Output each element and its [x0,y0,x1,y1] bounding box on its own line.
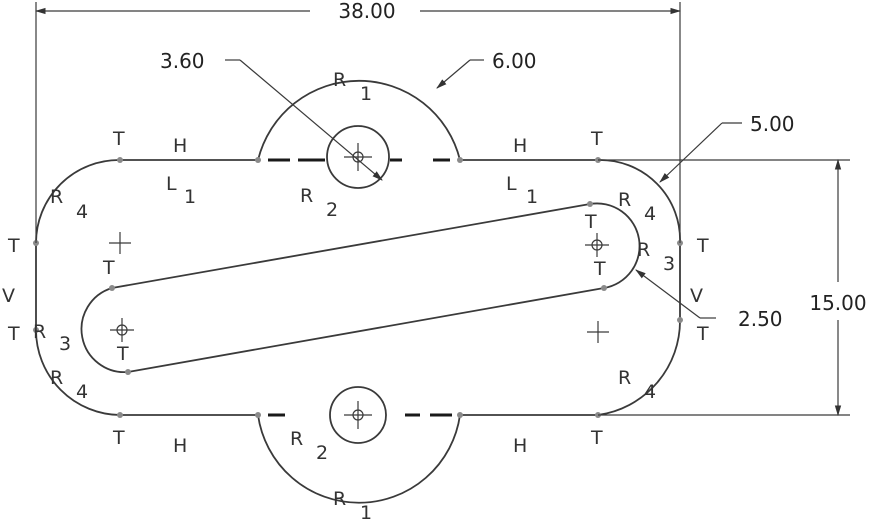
constraint-labels: T T T T T T T T T T T T H H H H V V L 1 … [2,69,709,521]
svg-text:4: 4 [644,381,656,403]
tangent-label: T [696,235,709,257]
radius-label-r4-br: R 4 [618,367,656,403]
bottom-hole [329,386,387,444]
dimension-corner-radius[interactable]: 5.00 [659,112,795,183]
radius-label-r4-bl: R 4 [50,367,88,403]
dimension-overall-width-value: 38.00 [338,0,395,23]
svg-text:R: R [290,428,303,450]
svg-text:R: R [637,239,650,261]
svg-text:3: 3 [59,333,71,355]
svg-text:L: L [506,173,517,195]
tangent-points [33,157,683,418]
svg-text:L: L [166,173,177,195]
slot-path [80,202,641,374]
radius-label-r2-bottom: R 2 [290,428,328,464]
tangent-label: T [593,258,606,280]
inner-slot [80,202,641,374]
dimension-hole-diameter-value: 3.60 [160,49,205,73]
svg-text:4: 4 [644,203,656,225]
svg-text:R: R [50,367,63,389]
dimension-height[interactable]: 15.00 [598,158,867,417]
svg-text:4: 4 [76,201,88,223]
tangent-label: T [112,128,125,150]
tangent-label: T [590,128,603,150]
dimension-corner-radius-value: 5.00 [750,112,795,136]
svg-text:R: R [618,367,631,389]
vertical-label: V [690,285,703,307]
dimension-slot-radius[interactable]: 2.50 [635,269,783,331]
svg-text:1: 1 [360,83,372,105]
center-mark-corner-br [587,321,609,343]
tangent-label: T [112,427,125,449]
horizontal-label: H [513,435,527,457]
tangent-label: T [590,427,603,449]
tangent-label: T [7,235,20,257]
svg-text:R: R [50,186,63,208]
svg-text:1: 1 [360,502,372,521]
svg-text:1: 1 [526,186,538,208]
center-mark-slot-right [585,233,609,257]
svg-text:R: R [618,189,631,211]
svg-text:3: 3 [663,253,675,275]
radius-label-r1-top: R 1 [333,69,372,105]
horizontal-label: H [173,435,187,457]
radius-label-r4-tr: R 4 [618,189,656,225]
center-mark-corner-tl [109,232,131,254]
radius-label-r4-tl: R 4 [50,186,88,223]
horizontal-label: H [513,135,527,157]
radius-label-r3-right: R 3 [637,239,675,275]
line-label-l1-left: L 1 [166,173,196,208]
dimension-slot-radius-value: 2.50 [738,307,783,331]
tangent-label: T [102,257,115,279]
tangent-label: T [7,323,20,345]
svg-text:4: 4 [76,381,88,403]
svg-text:2: 2 [316,442,328,464]
dimension-overall-width[interactable]: 38.00 [34,0,682,243]
center-mark-bottom-hole [344,401,372,429]
tangent-label: T [696,323,709,345]
svg-text:R: R [300,185,313,207]
svg-text:R: R [333,488,346,510]
radius-label-r1-bottom: R 1 [333,488,372,521]
dimension-top-arc[interactable]: 6.00 [436,49,537,89]
svg-text:R: R [33,321,46,343]
tangent-label: T [116,343,129,365]
dimension-hole-diameter[interactable]: 3.60 [160,49,383,181]
radius-label-r2-top: R 2 [300,185,338,221]
svg-text:1: 1 [184,186,196,208]
svg-text:2: 2 [326,199,338,221]
tangent-label: T [584,211,597,233]
center-marks [109,143,609,429]
dimension-top-arc-value: 6.00 [492,49,537,73]
construction-dashes [268,158,452,417]
radius-label-r3-left: R 3 [33,321,71,355]
horizontal-label: H [173,135,187,157]
dimension-height-value: 15.00 [809,291,866,315]
vertical-label: V [2,285,15,307]
center-mark-top-hole [344,143,372,171]
center-mark-slot-left [110,318,134,342]
top-hole [326,125,390,189]
svg-text:R: R [333,69,346,91]
line-label-l1-right: L 1 [506,173,538,208]
